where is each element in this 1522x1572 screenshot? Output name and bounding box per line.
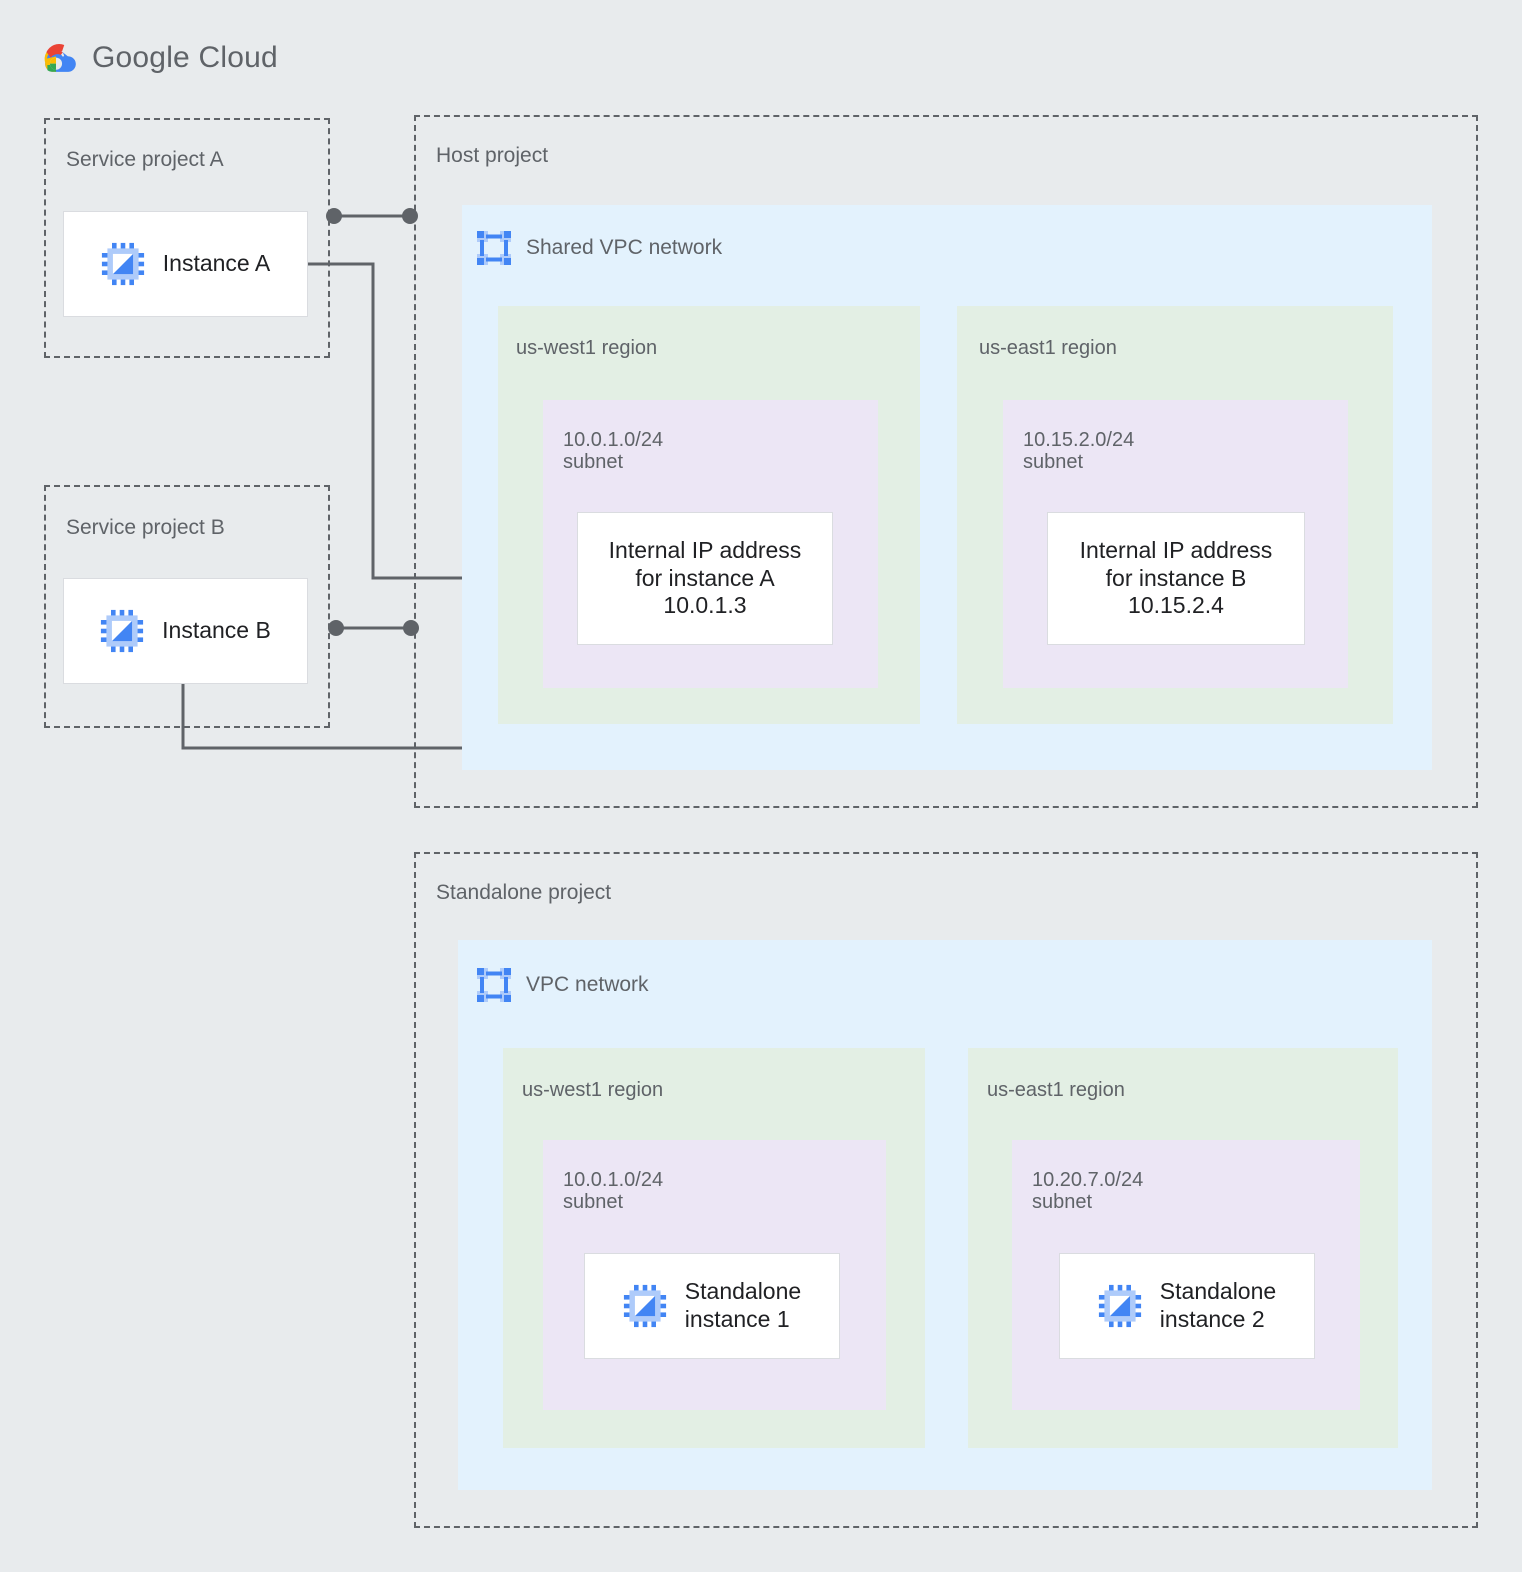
project-service-b-label: Service project B xyxy=(66,516,225,539)
vpc-network-header: VPC network xyxy=(476,967,649,1003)
project-host xyxy=(414,115,1478,808)
google-cloud-logo-icon xyxy=(44,43,76,72)
project-standalone-label: Standalone project xyxy=(436,881,612,904)
project-service-a-label: Service project A xyxy=(66,148,224,171)
subnet-host-us-east1-label: 10.15.2.0/24 subnet xyxy=(1023,429,1135,474)
standalone-instance-1-card[interactable]: Standalone instance 1 xyxy=(584,1253,840,1359)
vm-instance-icon xyxy=(1098,1284,1141,1328)
standalone-instance-2-card[interactable]: Standalone instance 2 xyxy=(1059,1253,1315,1359)
subnet-standalone-us-east1-label: 10.20.7.0/24 subnet xyxy=(1032,1169,1144,1214)
region-standalone-us-east1-label: us-east1 region xyxy=(987,1079,1125,1101)
google-cloud-brand: Google Cloud xyxy=(34,36,278,80)
subnet-host-us-west1-label: 10.0.1.0/24 subnet xyxy=(563,429,664,474)
internal-ip-instance-b-card: Internal IP address for instance B 10.15… xyxy=(1047,512,1305,645)
internal-ip-instance-a-text: Internal IP address for instance A 10.0.… xyxy=(608,537,802,619)
region-standalone-us-west1-label: us-west1 region xyxy=(522,1079,664,1101)
brand-name: Google Cloud xyxy=(92,41,278,74)
vpc-network-title: VPC network xyxy=(526,973,649,996)
instance-a-card[interactable]: Instance A xyxy=(63,211,308,317)
region-host-us-east1-label: us-east1 region xyxy=(979,337,1117,359)
internal-ip-instance-b-text: Internal IP address for instance B 10.15… xyxy=(1079,537,1273,619)
internal-ip-instance-a-card: Internal IP address for instance A 10.0.… xyxy=(577,512,833,645)
project-service-a xyxy=(44,118,330,358)
vm-instance-icon xyxy=(101,609,144,653)
standalone-instance-1-label: Standalone instance 1 xyxy=(684,1278,802,1332)
instance-b-label: Instance B xyxy=(162,617,271,644)
vm-instance-icon xyxy=(623,1284,666,1328)
standalone-instance-2-label: Standalone instance 2 xyxy=(1159,1278,1277,1332)
vpc-network-icon xyxy=(477,968,511,1002)
shared-vpc-network-header: Shared VPC network xyxy=(476,230,722,266)
vm-instance-icon xyxy=(101,242,144,286)
project-service-b xyxy=(44,485,330,728)
instance-b-card[interactable]: Instance B xyxy=(63,578,308,684)
instance-a-label: Instance A xyxy=(162,250,271,277)
endpoint-dot xyxy=(328,620,344,636)
project-host-label: Host project xyxy=(436,144,549,167)
subnet-standalone-us-west1-label: 10.0.1.0/24 subnet xyxy=(563,1169,664,1214)
project-standalone xyxy=(414,852,1478,1528)
region-host-us-west1-label: us-west1 region xyxy=(516,337,658,359)
vpc-network-icon xyxy=(477,231,511,265)
shared-vpc-network-title: Shared VPC network xyxy=(526,236,723,259)
